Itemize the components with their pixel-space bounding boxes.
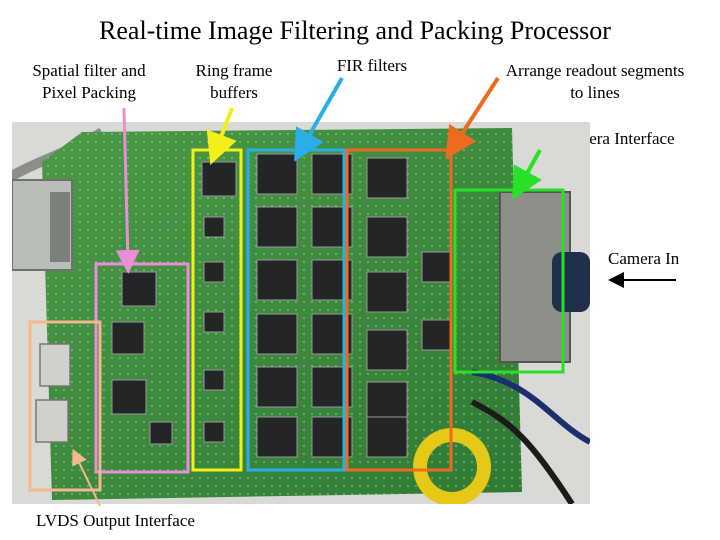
spatial-filter-label: Spatial filter and Pixel Packing: [32, 61, 146, 103]
fir-filters-box: [246, 148, 346, 472]
lvds-output-interface-box: [28, 320, 102, 492]
arrange-readout-label: Arrange readout segments to lines: [505, 61, 685, 103]
lvds-camera-interface-box: [453, 188, 565, 374]
spatial-filter-box: [94, 262, 190, 474]
circuit-board-photo: [12, 122, 590, 504]
arrange-readout-box: [345, 148, 453, 472]
page-title: Real-time Image Filtering and Packing Pr…: [99, 16, 611, 45]
fir-filters-label: FIR filters: [336, 56, 408, 75]
ring-frame-buffers-label: Ring frame buffers: [195, 61, 273, 103]
ring-frame-buffers-box: [191, 148, 243, 472]
camera-in-label: Camera In: [608, 249, 680, 268]
lvds-output-interface-label: LVDS Output Interface: [36, 511, 195, 530]
